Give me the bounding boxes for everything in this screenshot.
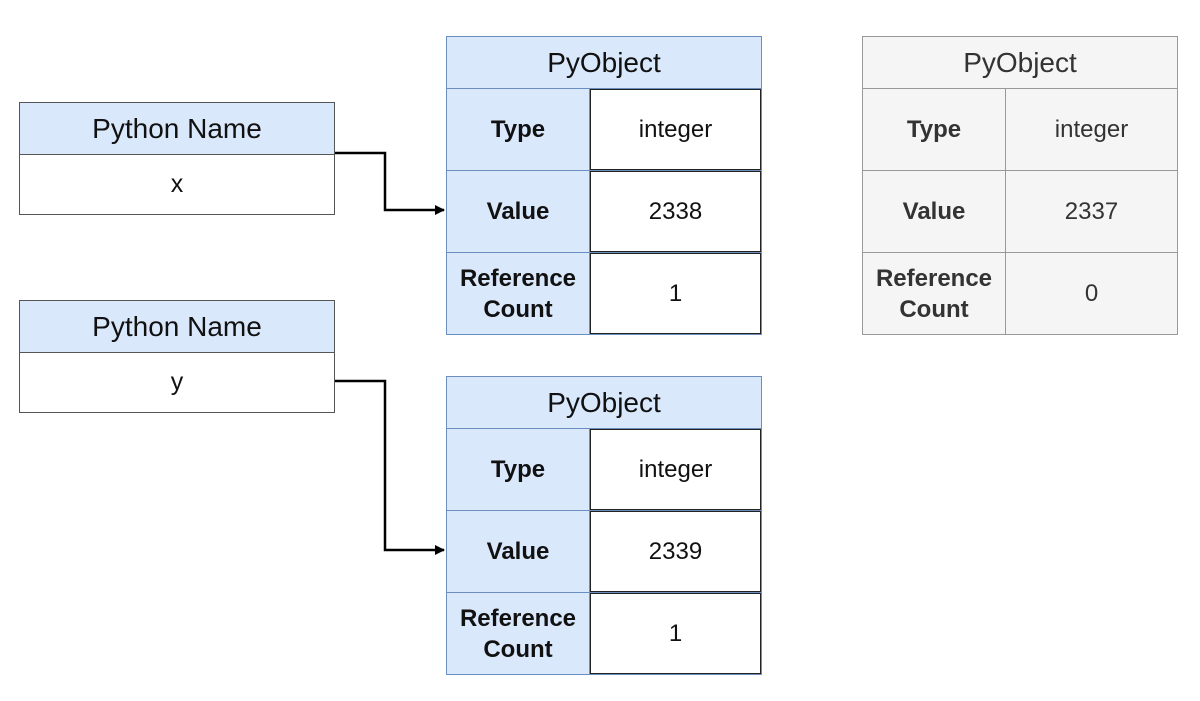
arrow-x-to-pyobject [335,151,445,215]
value-row: Value 2337 [863,170,1177,252]
python-name-x: Python Name x [19,102,335,215]
reference-count-key: Reference Count [447,593,590,674]
pyobject-title: PyObject [447,37,761,89]
reference-count-value: 1 [590,593,761,674]
value-key: Value [447,511,590,592]
value-value: 2338 [590,171,761,252]
type-row: Type integer [863,89,1177,170]
type-key: Type [863,89,1006,170]
python-name-y: Python Name y [19,300,335,413]
python-name-value: y [20,353,334,412]
value-value: 2337 [1006,171,1177,252]
type-row: Type integer [447,429,761,510]
value-row: Value 2338 [447,170,761,252]
value-row: Value 2339 [447,510,761,592]
type-value: integer [590,89,761,170]
value-key: Value [863,171,1006,252]
reference-count-key: Reference Count [863,253,1006,334]
pyobject-title: PyObject [863,37,1177,89]
pyobject-2339: PyObject Type integer Value 2339 Referen… [446,376,762,675]
pyobject-2338: PyObject Type integer Value 2338 Referen… [446,36,762,335]
reference-count-key: Reference Count [447,253,590,334]
pyobject-title: PyObject [447,377,761,429]
reference-count-row: Reference Count 1 [447,252,761,334]
reference-count-row: Reference Count 1 [447,592,761,674]
python-name-header: Python Name [20,103,334,155]
type-value: integer [590,429,761,510]
python-name-header: Python Name [20,301,334,353]
type-key: Type [447,429,590,510]
reference-count-value: 1 [590,253,761,334]
reference-count-value: 0 [1006,253,1177,334]
reference-count-row: Reference Count 0 [863,252,1177,334]
value-key: Value [447,171,590,252]
python-name-value: x [20,155,334,214]
value-value: 2339 [590,511,761,592]
arrow-y-to-pyobject [335,379,445,555]
type-value: integer [1006,89,1177,170]
type-key: Type [447,89,590,170]
type-row: Type integer [447,89,761,170]
pyobject-2337-unreferenced: PyObject Type integer Value 2337 Referen… [862,36,1178,335]
